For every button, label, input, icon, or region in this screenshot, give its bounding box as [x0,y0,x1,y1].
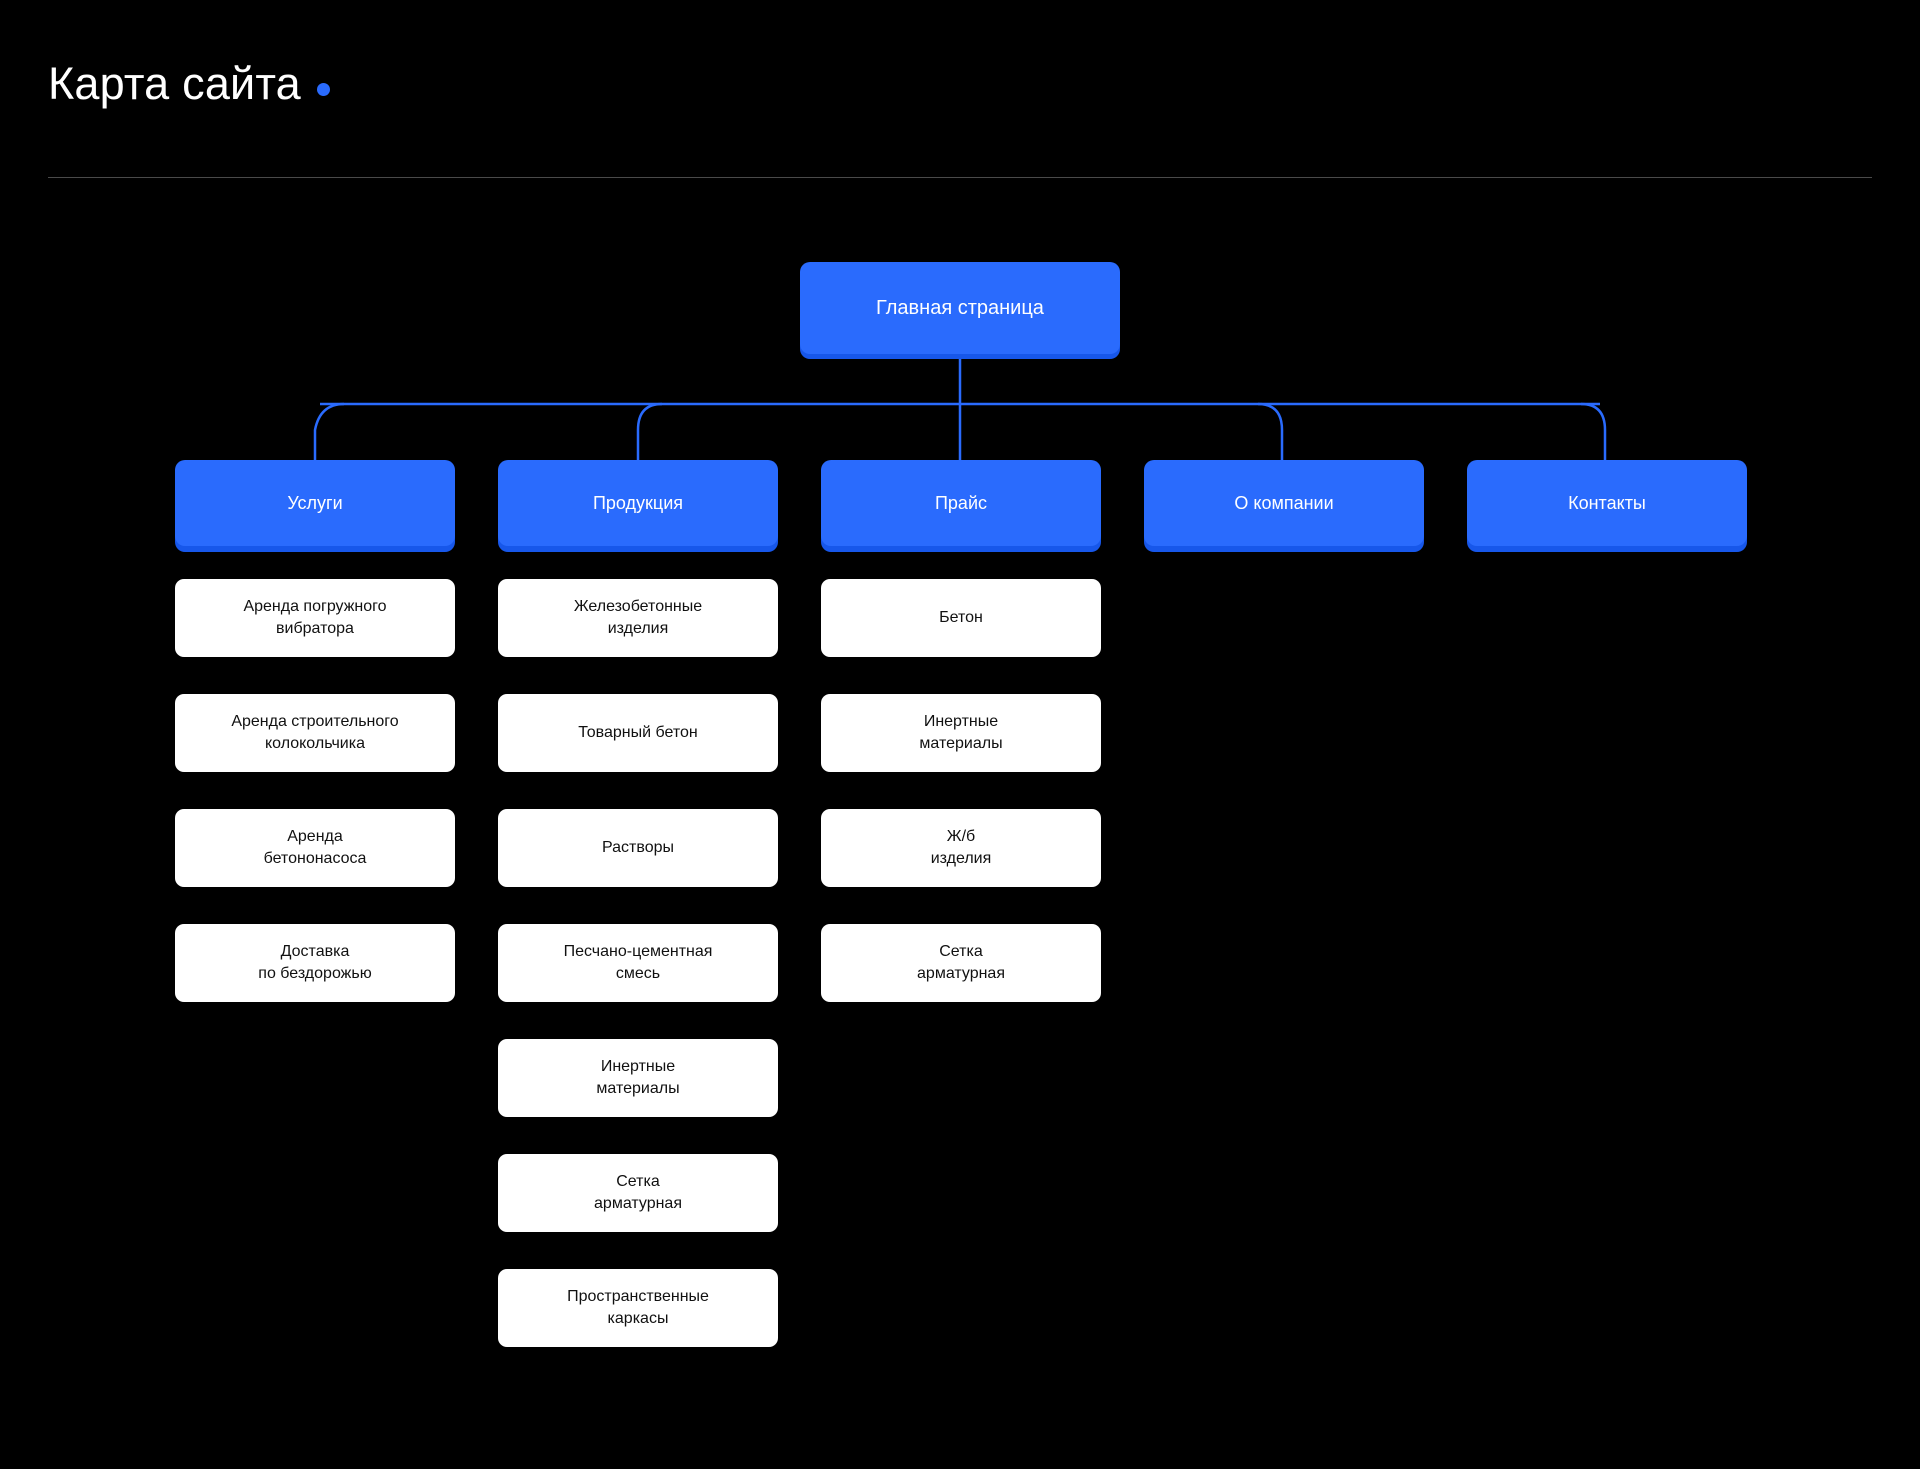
node-label: Сетка арматурная [917,943,1005,982]
node-label: Продукция [592,493,684,513]
page-title: Карта сайта [48,58,301,109]
node-leaf-price-4[interactable]: Сетка арматурная [821,924,1101,1002]
node-label: Контакты [1568,493,1646,513]
node-section-contacts[interactable]: Контакты [1467,460,1747,546]
node-label: Прайс [934,493,987,513]
node-label: Песчано-цементная смесь [563,943,713,982]
node-leaf-price-3[interactable]: Ж/б изделия [821,809,1101,887]
accent-dot-icon [316,83,330,96]
node-leaf-products-5[interactable]: Инертные материалы [498,1039,778,1117]
node-leaf-products-3[interactable]: Растворы [498,809,778,887]
node-label: Бетон [939,609,983,626]
connector-bus-to-products [636,402,663,460]
node-label: Растворы [602,839,674,856]
node-label: Ж/б изделия [930,828,992,867]
node-leaf-services-2[interactable]: Аренда строительного колокольчика [175,694,455,772]
node-leaf-price-2[interactable]: Инертные материалы [821,694,1101,772]
node-leaf-products-7[interactable]: Пространственные каркасы [498,1269,778,1347]
node-leaf-price-1[interactable]: Бетон [821,579,1101,657]
header-divider [48,177,1872,178]
connector-bus-to-about [1257,402,1284,460]
connector-bus-to-services [313,402,345,460]
node-section-services[interactable]: Услуги [175,460,455,546]
node-label: Товарный бетон [578,724,698,741]
connector-bus-to-contacts [1580,402,1607,460]
node-label: Главная страница [876,297,1044,319]
node-label: Сетка арматурная [594,1173,682,1212]
node-leaf-products-2[interactable]: Товарный бетон [498,694,778,772]
node-label: Железобетонные изделия [573,598,703,637]
node-section-about[interactable]: О компании [1144,460,1424,546]
node-label: Доставка по бездорожью [258,943,372,982]
node-leaf-services-1[interactable]: Аренда погружного вибратора [175,579,455,657]
node-leaf-products-6[interactable]: Сетка арматурная [498,1154,778,1232]
node-label: Аренда строительного колокольчика [231,713,399,752]
node-label: Аренда бетононасоса [263,828,367,867]
node-label: О компании [1234,493,1334,513]
node-section-price[interactable]: Прайс [821,460,1101,546]
node-leaf-products-1[interactable]: Железобетонные изделия [498,579,778,657]
page-header: Карта сайта [48,56,1872,178]
node-root-home[interactable]: Главная страница [800,262,1120,354]
node-leaf-services-3[interactable]: Аренда бетононасоса [175,809,455,887]
node-label: Услуги [287,493,343,513]
node-label: Инертные материалы [596,1058,680,1097]
node-label: Инертные материалы [919,713,1003,752]
node-label: Пространственные каркасы [567,1288,709,1327]
node-leaf-services-4[interactable]: Доставка по бездорожью [175,924,455,1002]
node-label: Аренда погружного вибратора [243,598,387,637]
node-section-products[interactable]: Продукция [498,460,778,546]
node-leaf-products-4[interactable]: Песчано-цементная смесь [498,924,778,1002]
